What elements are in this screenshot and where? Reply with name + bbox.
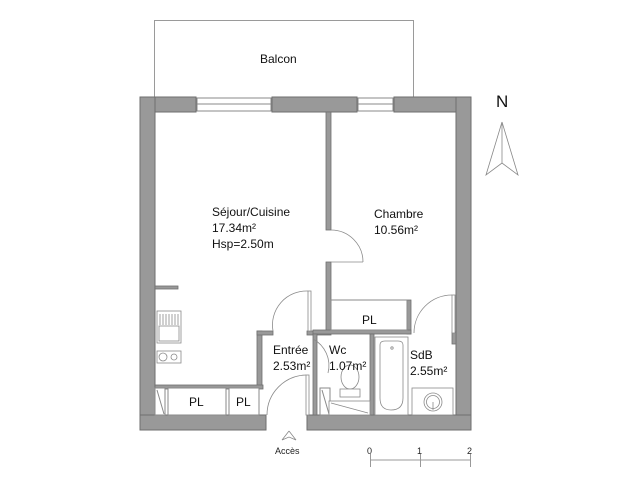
scale-bar <box>370 454 471 467</box>
outer-walls <box>139 96 472 431</box>
washbasin-fixture <box>411 387 454 416</box>
room-area-entree: 2.53m² <box>273 359 311 373</box>
room-label-balcon: Balcon <box>260 52 297 66</box>
room-area-chambre: 10.56m² <box>374 223 419 237</box>
room-label-sejour: Séjour/Cuisine <box>212 205 291 219</box>
room-label-entree: Entrée <box>273 343 309 357</box>
scale-tick-2: 2 <box>467 446 473 456</box>
doors <box>266 229 456 416</box>
balcony-outline <box>154 20 414 99</box>
north-label: N <box>496 92 509 111</box>
windows <box>196 97 394 112</box>
closets <box>154 299 408 416</box>
room-label-chambre: Chambre <box>374 207 424 221</box>
room-area-sejour: 17.34m² <box>212 221 257 235</box>
room-label-sdb: SdB <box>410 348 433 362</box>
scale-tick-1: 1 <box>417 446 423 456</box>
interior-walls <box>154 111 457 416</box>
north-arrow-icon <box>485 121 519 177</box>
bathtub-fixture <box>374 336 409 416</box>
kitchen-fixtures <box>156 310 182 364</box>
closet-label: PL <box>236 395 251 409</box>
room-height-sejour: Hsp=2.50m <box>212 237 274 251</box>
toilet-fixture <box>328 364 371 416</box>
access-label: Accès <box>275 446 300 456</box>
room-area-sdb: 2.55m² <box>410 364 448 378</box>
closet-label: PL <box>189 395 204 409</box>
closet-label: PL <box>362 313 377 327</box>
room-area-wc: 1.07m² <box>329 359 367 373</box>
room-label-wc: Wc <box>329 343 347 357</box>
access-arrow-icon <box>281 430 297 441</box>
scale-tick-0: 0 <box>367 446 373 456</box>
